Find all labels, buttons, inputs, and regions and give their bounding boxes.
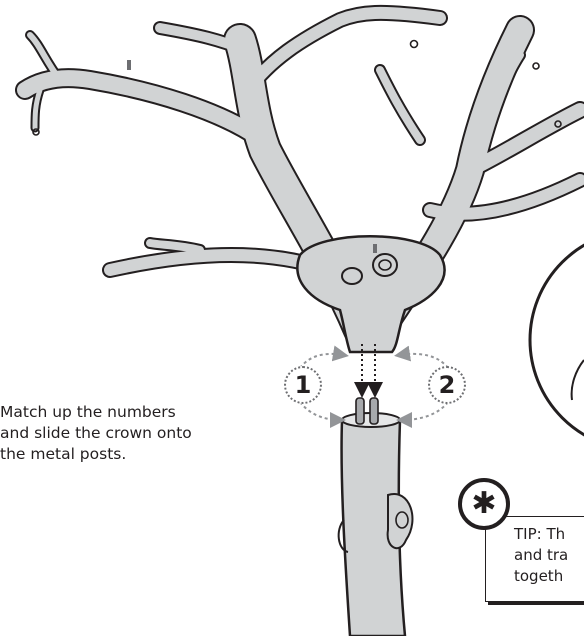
step-number-2: 2	[439, 371, 456, 399]
step-badge-2: 2	[428, 366, 466, 404]
crown-base	[297, 236, 444, 352]
step-badge-1: 1	[284, 366, 322, 404]
instruction-text: Match up the numbers and slide the crown…	[0, 402, 300, 465]
tip-text: TIP: Th and tra togeth	[514, 524, 584, 587]
step-number-1: 1	[295, 371, 312, 399]
trunk	[339, 413, 413, 636]
asterisk-icon: ✱	[458, 478, 510, 530]
tip-badge-symbol: ✱	[471, 489, 496, 519]
detail-callout-circle	[530, 230, 584, 450]
